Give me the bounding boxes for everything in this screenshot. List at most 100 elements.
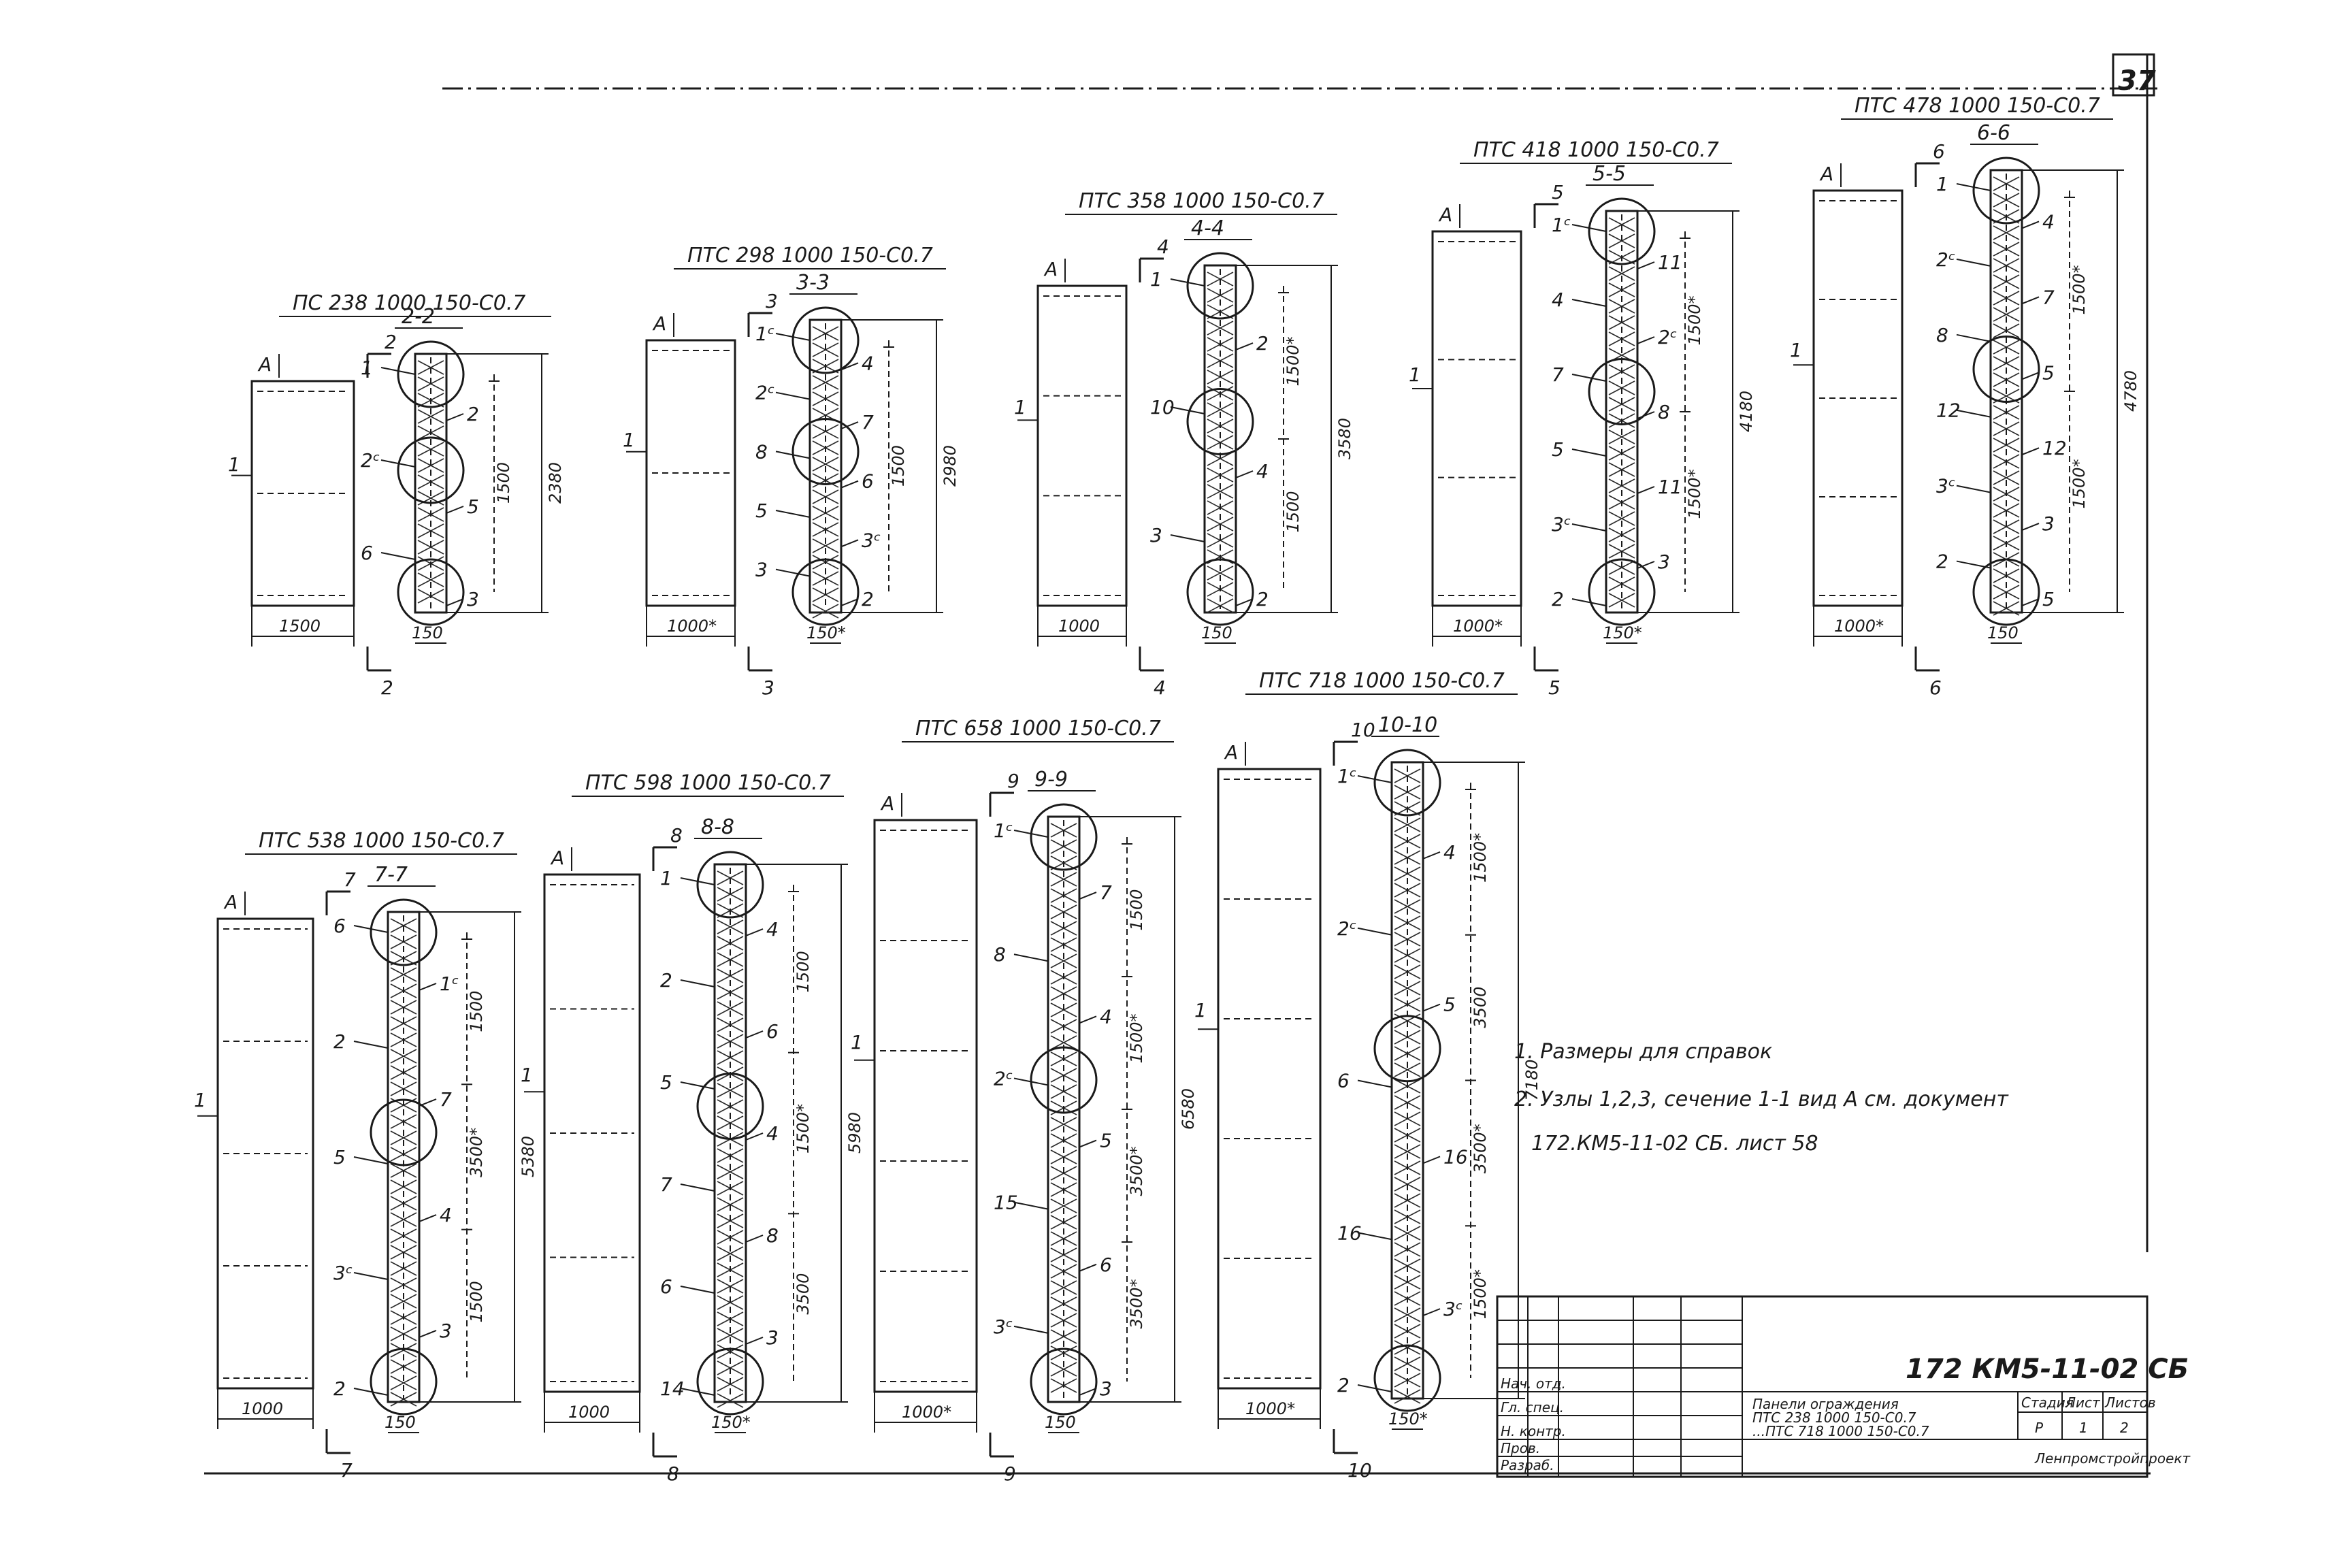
mark-label: 2ᶜ [1337, 917, 1356, 940]
row-3: Н. контр. [1501, 1423, 1566, 1439]
mark-leader [1422, 1156, 1441, 1164]
hatch-line [1050, 1362, 1077, 1377]
mark-leader [1079, 1263, 1097, 1272]
hatch-line [1394, 981, 1421, 996]
hatch-line [812, 457, 839, 472]
partial-dim-label: 1500* [1685, 469, 1704, 519]
mark-label: 6 [333, 915, 346, 937]
panel-title: ПТС 598 1000 150-С0.7 [585, 771, 831, 795]
mark-label: 3 [467, 588, 479, 610]
panel-title: ПТС 358 1000 150-С0.7 [1079, 189, 1324, 213]
mark-label: 11 [1658, 476, 1682, 498]
title-desc-1: Панели ограждения [1752, 1396, 1899, 1412]
cut-number-top: 6 [1933, 140, 1945, 163]
partial-dim-label: 1500 [494, 462, 513, 504]
partial-dim-label: 1500* [1284, 336, 1303, 386]
mark-label: 6 [1100, 1254, 1112, 1276]
mark-label: 1ᶜ [994, 819, 1013, 842]
hatch-line [1993, 470, 2020, 485]
hatch-line [417, 409, 444, 424]
sheet-frame: 37 [204, 53, 2157, 1475]
mark-leader [1571, 374, 1607, 382]
mark-leader [419, 983, 437, 991]
partial-dim-label: 1500* [2070, 265, 2089, 314]
mark-label: 7 [862, 411, 874, 434]
mark-leader [1013, 1325, 1049, 1334]
mark-label: 1 [1150, 268, 1162, 291]
hatch-line [1394, 899, 1421, 914]
view-a-label: А [223, 891, 238, 913]
node-circle [791, 558, 860, 626]
section-view: 9-9658015001500*3500*3500*1501ᶜ7842ᶜ5156… [994, 768, 1198, 1433]
cut-number-bottom: 8 [667, 1463, 679, 1485]
mark-leader [380, 367, 416, 375]
height-dim-label: 2980 [941, 445, 960, 487]
width-dim-label: 1000 [242, 1399, 283, 1418]
mark-leader [1422, 1308, 1441, 1317]
mark-label: 7 [1552, 363, 1564, 386]
view-a-label: А [1438, 203, 1452, 226]
node-circle [1373, 1344, 1441, 1412]
cut-number-top: 9 [1007, 770, 1019, 792]
mark-label: 8 [994, 943, 1006, 966]
cut-number-bottom: 2 [381, 676, 393, 699]
panel-front-view [216, 917, 314, 1390]
partial-dim-label: 3500* [1127, 1279, 1146, 1328]
mark-leader [1422, 851, 1441, 860]
mark-leader [1357, 1232, 1392, 1241]
panel-title: ПТС 718 1000 150-С0.7 [1259, 669, 1505, 693]
mark-leader [1357, 1384, 1392, 1392]
partial-dim-label: 1500* [1471, 1269, 1490, 1319]
panel-7: ПТС 538 1000 150-С0.7А17710007-753801500… [194, 829, 538, 1482]
mark-leader [353, 1156, 389, 1164]
hatch-line [1608, 511, 1635, 526]
mark-leader [2021, 598, 2040, 606]
cut-number-top: 3 [766, 290, 778, 312]
axis-1-label: 1 [228, 453, 240, 476]
height-dim-label: 2380 [546, 462, 565, 504]
cut-number-bottom: 10 [1348, 1459, 1372, 1482]
mark-leader [2021, 220, 2040, 229]
mark-leader [1956, 560, 1991, 569]
hatch-line [1050, 1280, 1077, 1295]
mark-leader [1170, 406, 1205, 414]
cut-number-top: 10 [1351, 719, 1375, 741]
axis-1-label: 1 [1194, 999, 1207, 1022]
mark-leader [419, 1098, 437, 1107]
partial-dim-label: 1500 [1127, 889, 1146, 930]
mark-leader [353, 925, 389, 933]
panel-title: ПТС 538 1000 150-С0.7 [259, 829, 504, 853]
section-label: 3-3 [796, 271, 830, 295]
mark-label: 4 [862, 352, 874, 374]
width-dim-label: 1000* [902, 1403, 951, 1422]
height-dim-label: 5380 [519, 1136, 538, 1177]
mark-leader [840, 480, 859, 489]
height-dim-label: 6580 [1179, 1088, 1198, 1130]
mark-leader [775, 391, 811, 400]
sheet-value: 1 [2079, 1420, 2088, 1436]
panels-group: ПС 238 1000 150-С0.7А12215002-2238015001… [194, 94, 2140, 1485]
hatch-line [1050, 953, 1077, 968]
mark-leader [446, 506, 464, 514]
panel-title: ПТС 478 1000 150-С0.7 [1855, 94, 2100, 118]
hatch-line [717, 1001, 744, 1016]
mark-leader [353, 1272, 389, 1280]
hatch-line [390, 1294, 417, 1309]
mark-leader [775, 568, 811, 577]
cut-number-top: 4 [1157, 235, 1169, 258]
mark-label: 3ᶜ [1443, 1298, 1463, 1320]
mark-label: 5 [467, 495, 479, 518]
mark-label: 4 [440, 1204, 452, 1226]
cut-number-bottom: 3 [762, 676, 774, 699]
height-dim-label: 3580 [1335, 418, 1354, 459]
title-block: 172 КМ5-11-02 СБ Панели ограждения ПТС 2… [1496, 1295, 2191, 1478]
mark-label: 4 [766, 918, 779, 941]
thk-dim-label: 150 [385, 1413, 416, 1432]
mark-label: 3 [1100, 1377, 1112, 1400]
panel-title: ПТС 418 1000 150-С0.7 [1473, 138, 1719, 162]
hatch-line [1993, 225, 2020, 240]
partial-dim-label: 3500* [1127, 1146, 1146, 1196]
